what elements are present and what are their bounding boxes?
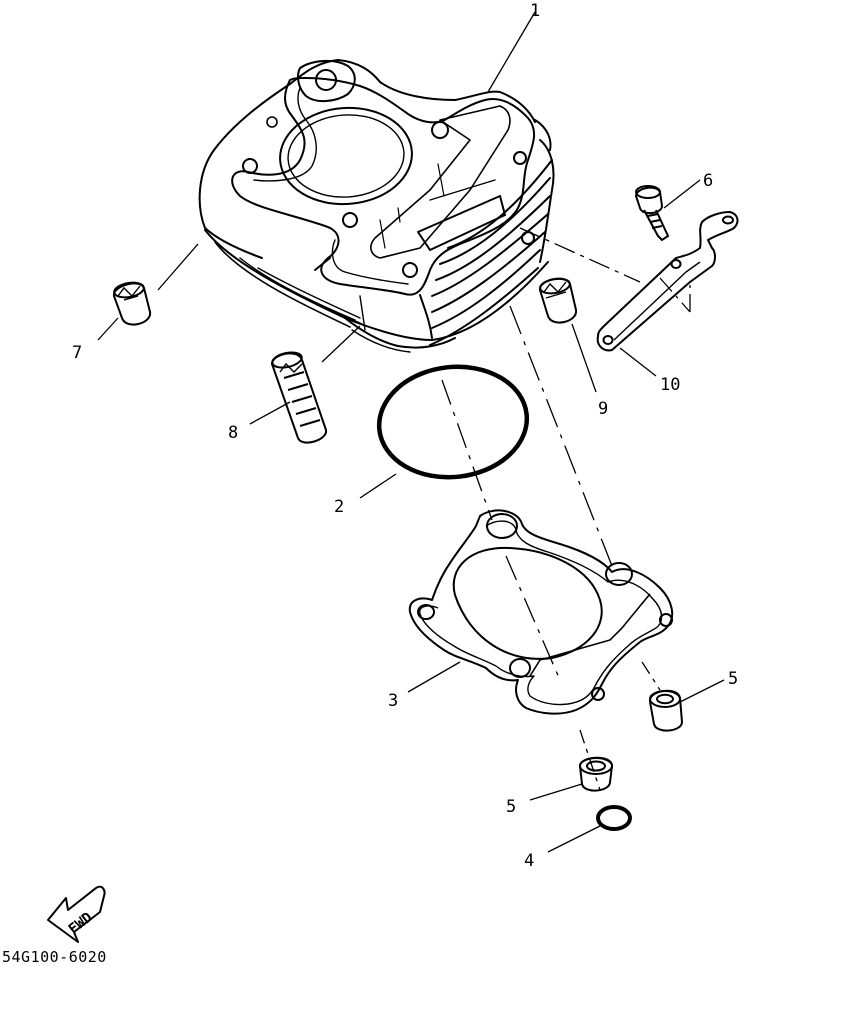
callout-6: 6 xyxy=(703,171,713,191)
callout-3: 3 xyxy=(388,691,398,711)
figure-code: 54G100-6020 xyxy=(2,948,107,966)
cylinder-part xyxy=(198,59,555,353)
base-gasket-part xyxy=(408,509,674,715)
leader-lines xyxy=(157,11,691,791)
dowel-pin-lower xyxy=(578,756,614,792)
fwd-label: FWD xyxy=(66,909,96,937)
pipe-part-8 xyxy=(270,351,327,444)
callout-7: 7 xyxy=(72,343,82,363)
callout-8: 8 xyxy=(228,423,238,443)
callout-4: 4 xyxy=(524,851,534,871)
callout-9: 9 xyxy=(598,399,608,419)
callout-10: 10 xyxy=(660,375,680,395)
callout-1: 1 xyxy=(530,1,540,21)
fwd-arrow-icon: FWD xyxy=(47,885,106,943)
callout-5-right: 5 xyxy=(728,669,738,689)
dowel-pin-right xyxy=(649,689,684,732)
plate-part xyxy=(596,211,739,352)
callout-5-lower: 5 xyxy=(506,797,516,817)
clip-part xyxy=(596,805,632,831)
plug-part-9 xyxy=(539,277,577,324)
callout-2: 2 xyxy=(334,497,344,517)
plug-part-7 xyxy=(113,281,151,326)
bolt-part xyxy=(634,185,670,242)
callout-leaders xyxy=(97,179,725,853)
o-ring-part xyxy=(376,364,530,480)
